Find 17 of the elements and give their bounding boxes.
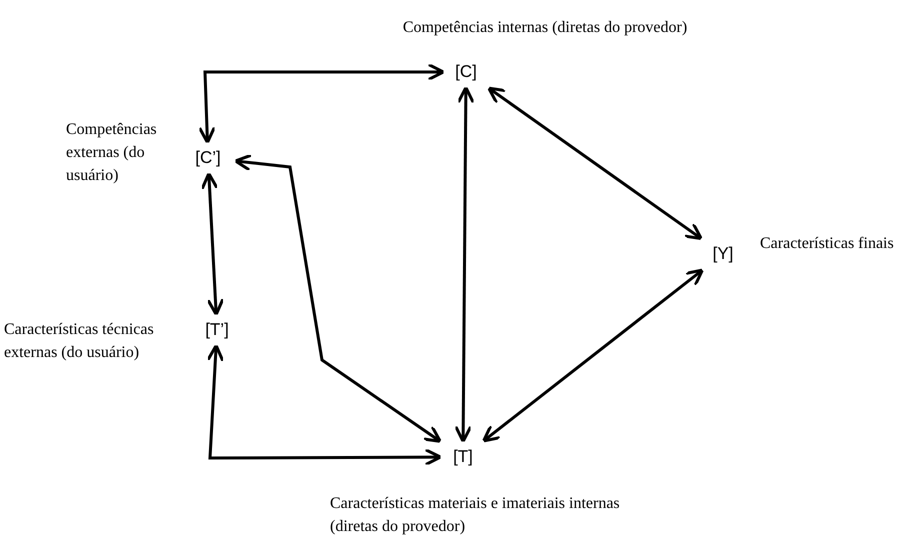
variable-label: [C’] — [195, 147, 221, 170]
description-text: Competências externas (do usuário) — [66, 120, 158, 186]
double-arrow — [487, 86, 703, 240]
variable-label: [T] — [453, 446, 473, 468]
double-arrow — [482, 268, 704, 442]
description-text: Características finais — [760, 234, 895, 254]
double-arrow — [200, 172, 224, 316]
double-arrow — [234, 154, 442, 443]
variable-label: [T’] — [205, 319, 229, 342]
double-arrow — [206, 344, 442, 466]
variable-label: [Y] — [712, 243, 734, 266]
description-text: Características técnicas externas (do usuário) — [4, 320, 155, 363]
double-arrow — [198, 63, 445, 144]
description-text: Competências internas (diretas do provedor) — [402, 18, 688, 38]
variable-label: [C] — [455, 61, 477, 84]
description-text: Características materiais e imateriais internas (diretas do provedor) — [330, 494, 621, 537]
double-arrow — [454, 86, 475, 443]
